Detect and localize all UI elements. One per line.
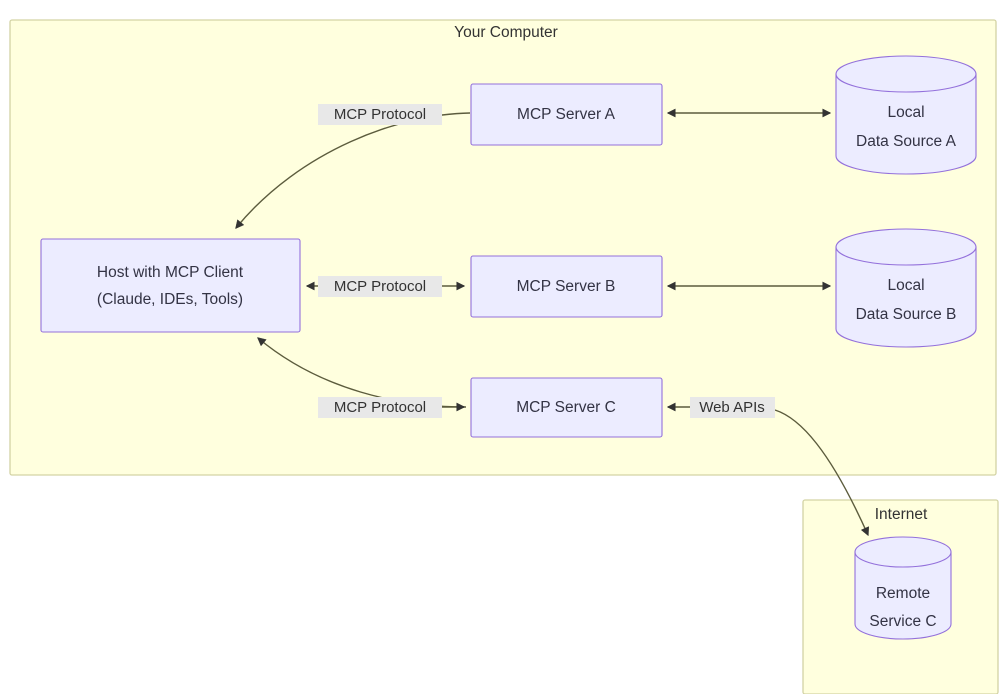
node-server-c-box[interactable] xyxy=(470,377,663,438)
edge-label-host-server-b-bg xyxy=(318,276,442,297)
node-source-b-top xyxy=(835,228,977,266)
node-remote-c-label-line2: Service C xyxy=(869,613,936,630)
edge-label-host-server-b: MCP Protocol xyxy=(318,276,442,297)
node-server-c[interactable]: MCP Server C xyxy=(470,377,663,438)
edge-label-server-c-remote-c-bg xyxy=(690,397,775,418)
cluster-your-computer-title: Your Computer xyxy=(454,24,558,41)
node-remote-c-body[interactable] xyxy=(854,551,952,640)
edge-label-host-server-c: MCP Protocol xyxy=(318,397,442,418)
edge-label-host-server-a-bg xyxy=(318,104,442,125)
node-remote-c[interactable]: Remote Service C xyxy=(854,536,952,640)
node-server-a-box[interactable] xyxy=(470,83,663,146)
node-server-a-label: MCP Server A xyxy=(517,106,616,123)
node-server-b-box[interactable] xyxy=(470,255,663,318)
node-source-b-label-line2: Data Source B xyxy=(856,306,957,323)
node-host-label-line1: Host with MCP Client xyxy=(97,264,244,281)
edge-label-server-c-remote-c: Web APIs xyxy=(690,397,775,418)
node-source-b-body[interactable] xyxy=(835,246,977,348)
node-source-a-label-line1: Local xyxy=(887,104,924,121)
cluster-internet-title: Internet xyxy=(875,506,928,523)
node-host[interactable]: Host with MCP Client (Claude, IDEs, Tool… xyxy=(40,238,301,333)
edge-label-host-server-c-bg xyxy=(318,397,442,418)
node-server-c-label: MCP Server C xyxy=(516,399,616,416)
edge-label-host-server-a: MCP Protocol xyxy=(318,104,442,125)
edge-label-host-server-b-text: MCP Protocol xyxy=(334,278,426,295)
node-host-label-line2: (Claude, IDEs, Tools) xyxy=(97,291,243,308)
node-source-a-top xyxy=(835,55,977,93)
node-server-b-label: MCP Server B xyxy=(517,278,616,295)
node-remote-c-label-line1: Remote xyxy=(876,585,930,602)
edge-label-host-server-a-text: MCP Protocol xyxy=(334,106,426,123)
node-server-a[interactable]: MCP Server A xyxy=(470,83,663,146)
cluster-your-computer: Your Computer xyxy=(9,19,997,476)
edge-label-host-server-c-text: MCP Protocol xyxy=(334,399,426,416)
node-source-a[interactable]: Local Data Source A xyxy=(835,55,977,175)
edge-label-server-c-remote-c-text: Web APIs xyxy=(699,399,765,416)
node-source-b-label-line1: Local xyxy=(887,277,924,294)
node-source-a-body[interactable] xyxy=(835,73,977,175)
node-remote-c-top xyxy=(854,536,952,568)
node-host-box[interactable] xyxy=(40,238,301,333)
cluster-your-computer-box xyxy=(9,19,997,476)
node-server-b[interactable]: MCP Server B xyxy=(470,255,663,318)
node-source-a-label-line2: Data Source A xyxy=(856,133,957,150)
node-source-b[interactable]: Local Data Source B xyxy=(835,228,977,348)
edge-server-c-remote-c xyxy=(666,402,869,537)
